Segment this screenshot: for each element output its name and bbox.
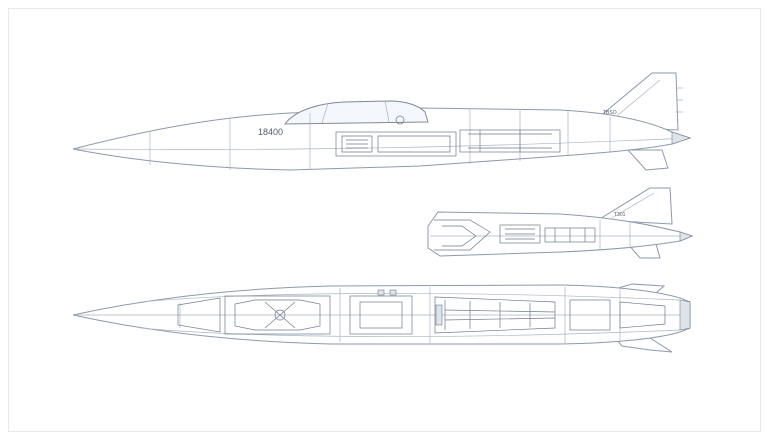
mid-side-view: T301 [427,187,694,259]
top-equipment-bay [349,295,413,335]
top-exhaust-nozzle [679,299,691,331]
side-view-label: 18400 [258,127,283,137]
top-cockpit-area [224,295,331,335]
top-engine-section [434,296,556,334]
side-engine-bay [459,129,561,153]
side-exhaust-nozzle [671,131,691,145]
side-equipment-bay [335,131,457,157]
side-tail-code: TBSO [603,110,617,116]
side-profile-view: 18400 TBSO [72,72,692,171]
mid-tail-code: T301 [614,212,626,218]
side-canopy [284,100,429,125]
top-plan-view [72,283,691,353]
side-ventral-fin [626,149,669,171]
